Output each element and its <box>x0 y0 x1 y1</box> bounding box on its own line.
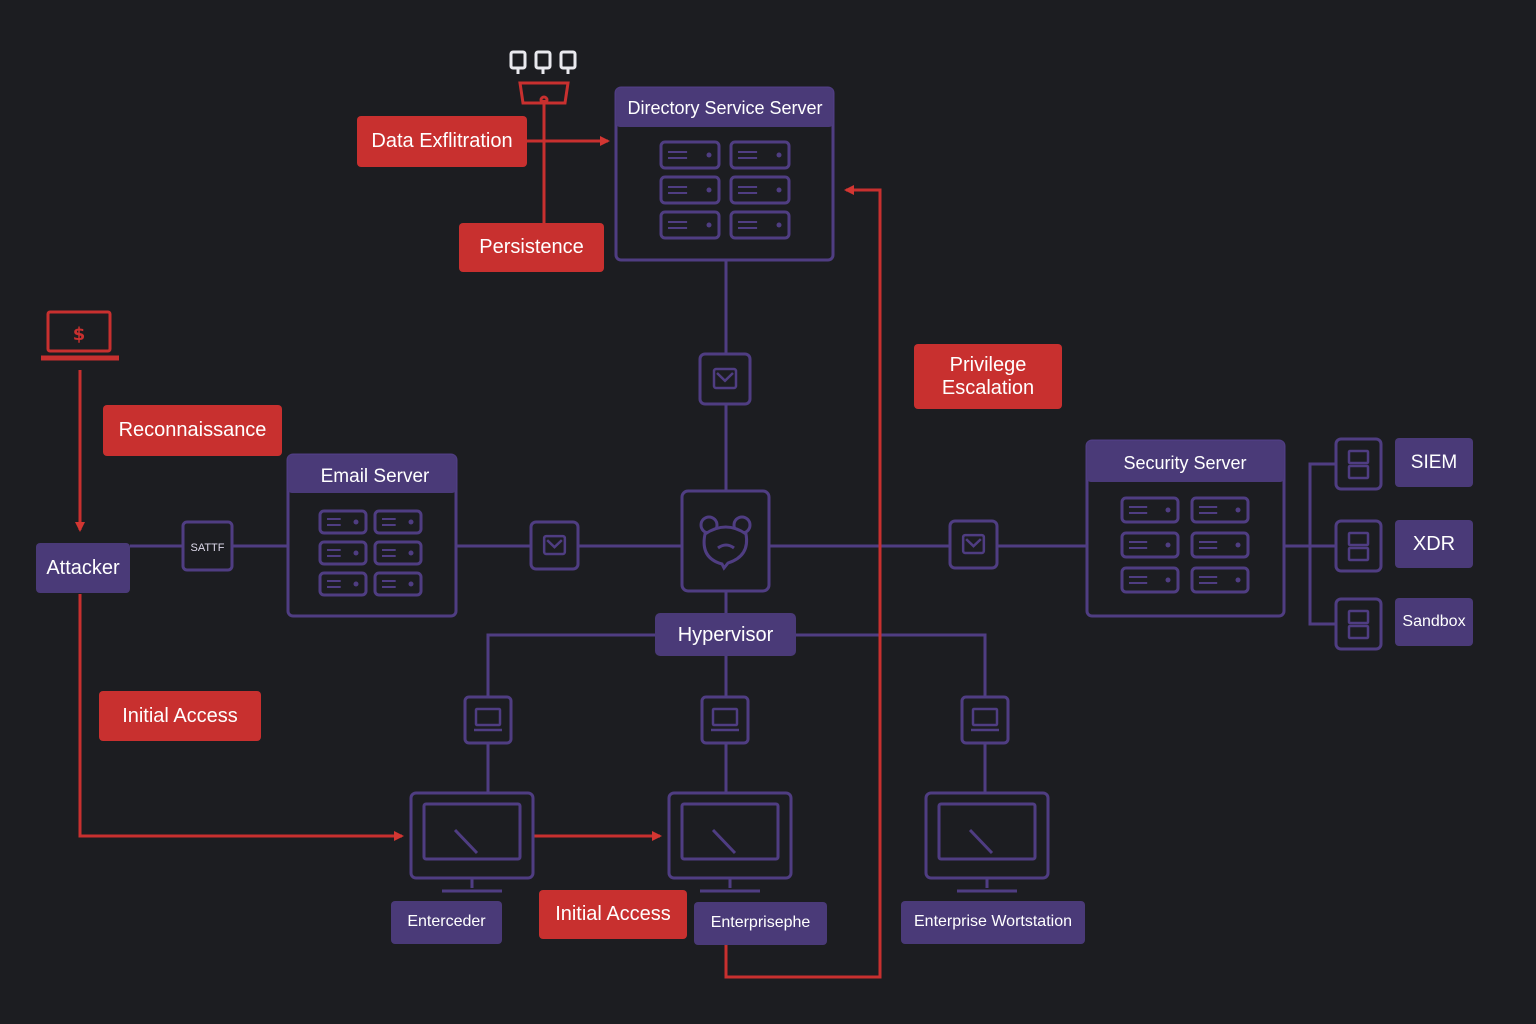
workstation-3-label[interactable]: Enterprise Wortstation <box>901 901 1085 944</box>
server-unit <box>729 175 791 205</box>
stage-persistence: Persistence <box>459 223 604 272</box>
network-links <box>130 260 1336 793</box>
sandbox-label[interactable]: Sandbox <box>1395 598 1473 646</box>
directory-server-title: Directory Service Server <box>627 98 822 118</box>
bear-icon <box>699 515 752 571</box>
server-rack-icon <box>318 509 423 597</box>
attack-paths <box>75 100 882 979</box>
attacker-node[interactable]: Attacker <box>36 543 130 593</box>
server-unit <box>1120 496 1180 524</box>
server-unit <box>1120 531 1180 559</box>
security-server-title: Security Server <box>1123 453 1246 473</box>
security-server[interactable]: Security Server <box>1085 439 1286 618</box>
stage-data-exfiltration: Data Exflitration <box>357 116 527 167</box>
server-unit <box>659 175 721 205</box>
stage-initial-access-bottom: Initial Access <box>539 890 687 939</box>
server-rack-icon <box>1120 496 1250 594</box>
server-unit <box>659 210 721 240</box>
server-unit <box>729 210 791 240</box>
server-unit <box>1190 531 1250 559</box>
server-unit <box>1190 566 1250 594</box>
workstation-3[interactable] <box>924 791 1050 893</box>
monitor-icon <box>960 695 1010 745</box>
monitor-icon <box>700 695 750 745</box>
laptop-icon: $ <box>41 310 119 361</box>
server-unit <box>729 140 791 170</box>
server-unit <box>1190 496 1250 524</box>
server-unit <box>659 140 721 170</box>
dollar-glyph: $ <box>73 324 86 345</box>
stage-initial-access-left: Initial Access <box>99 691 261 741</box>
smtp-gateway-label: SATTF <box>190 542 224 554</box>
hypervisor-label[interactable]: Hypervisor <box>655 613 796 656</box>
server-unit <box>1120 566 1180 594</box>
server-unit <box>318 509 368 535</box>
hypervisor-text: Hypervisor <box>678 624 774 646</box>
siem-server-icon <box>1334 437 1383 491</box>
siem-label[interactable]: SIEM <box>1395 438 1473 487</box>
server-unit <box>373 571 423 597</box>
email-server[interactable]: Email Server <box>286 453 458 618</box>
stage-privilege-escalation: Privilege Escalation <box>914 344 1062 409</box>
stage-reconnaissance: Reconnaissance <box>103 405 282 456</box>
server-rack-icon <box>659 140 791 240</box>
directory-service-server[interactable]: Directory Service Server <box>614 86 835 262</box>
mail-icon <box>698 352 752 406</box>
mail-icon <box>529 520 580 571</box>
usb-devices-icon <box>509 50 577 105</box>
workstation-1-label[interactable]: Enterceder <box>391 901 502 944</box>
privilege-escalation-line1: Privilege <box>949 353 1027 376</box>
smtp-gateway[interactable]: SATTF <box>181 520 234 572</box>
privilege-escalation-line2: Escalation <box>941 376 1035 399</box>
workstation-2[interactable] <box>667 791 793 893</box>
workstation-2-label[interactable]: Enterprisephe <box>694 902 827 945</box>
server-unit <box>373 540 423 566</box>
mail-icon <box>948 519 999 570</box>
server-unit <box>318 571 368 597</box>
server-unit <box>373 509 423 535</box>
xdr-label[interactable]: XDR <box>1395 520 1473 568</box>
workstation-1[interactable] <box>409 791 535 893</box>
hypervisor-node[interactable] <box>680 489 771 593</box>
monitor-icon <box>463 695 513 745</box>
email-server-title: Email Server <box>321 466 430 487</box>
xdr-server-icon <box>1334 519 1383 573</box>
sandbox-server-icon <box>1334 597 1383 651</box>
server-unit <box>318 540 368 566</box>
